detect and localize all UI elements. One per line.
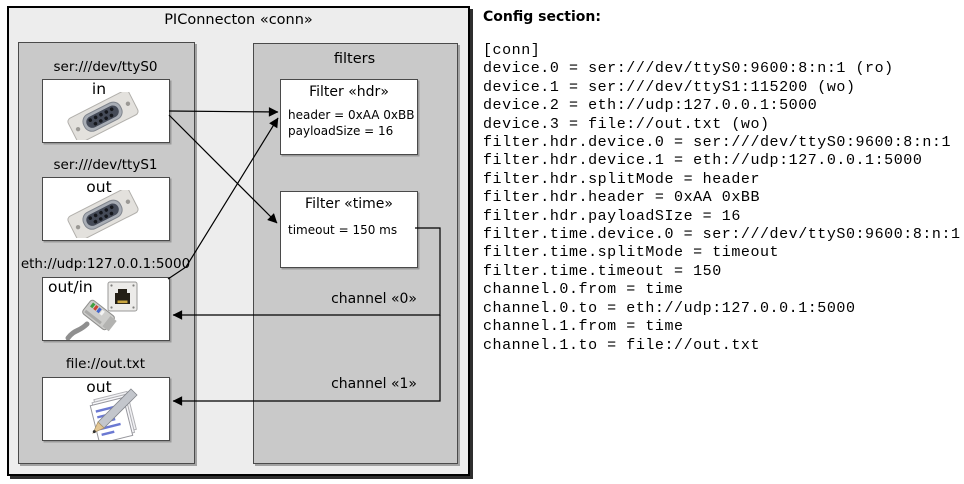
filter-hdr-attr-header: header = 0xAA 0xBB bbox=[288, 108, 415, 122]
config-line: filter.time.splitMode = timeout bbox=[483, 244, 780, 262]
device-direction: out/in bbox=[48, 278, 93, 296]
filter-time-title: Filter «time» bbox=[305, 196, 393, 212]
config-line: filter.hdr.device.1 = eth://udp:127.0.0.… bbox=[483, 152, 923, 170]
serial-connector-icon bbox=[67, 92, 139, 140]
config-line: device.3 = file://out.txt (wo) bbox=[483, 115, 770, 133]
config-listing: [conn] device.0 = ser:///dev/ttyS0:9600:… bbox=[483, 42, 961, 355]
device-direction: out bbox=[86, 378, 112, 396]
config-line: channel.0.from = time bbox=[483, 281, 684, 299]
diagram-title: PIConnecton «conn» bbox=[164, 12, 313, 28]
device-label-ttys0: ser:///dev/ttyS0 bbox=[53, 59, 158, 75]
config-line: [conn] bbox=[483, 42, 541, 59]
config-line: channel.0.to = eth://udp:127.0.0.1:5000 bbox=[483, 299, 856, 317]
serial-connector-icon bbox=[67, 190, 139, 238]
filter-time-attr-timeout: timeout = 150 ms bbox=[288, 223, 398, 237]
config-line: device.0 = ser:///dev/ttyS0:9600:8:n:1 (… bbox=[483, 60, 894, 78]
config-line: filter.hdr.splitMode = header bbox=[483, 170, 760, 188]
filter-hdr-attr-payloadsize: payloadSize = 16 bbox=[288, 123, 394, 138]
device-direction: out bbox=[86, 178, 112, 196]
notepad-pencil-icon bbox=[89, 388, 138, 440]
device-direction: in bbox=[91, 80, 107, 98]
channel-0-label: channel «0» bbox=[331, 291, 417, 307]
ethernet-jack-icon bbox=[107, 281, 138, 312]
config-heading: Config section: bbox=[483, 9, 601, 25]
piconnector-diagram: PIConnecton «conn» filters ser:///dev/tt… bbox=[7, 6, 470, 476]
ethernet-cable-icon bbox=[65, 299, 117, 340]
device-box-eth: out/in bbox=[42, 277, 170, 341]
config-line: filter.hdr.payloadSIze = 16 bbox=[483, 207, 741, 225]
device-label-ttys1: ser:///dev/ttyS1 bbox=[53, 157, 158, 173]
config-section: Config section: [conn] device.0 = ser://… bbox=[483, 9, 961, 355]
device-label-eth: eth://udp:127.0.0.1:5000 bbox=[20, 256, 191, 272]
config-line: filter.hdr.device.0 = ser:///dev/ttyS0:9… bbox=[483, 134, 952, 152]
device-box-ttys1: out bbox=[42, 177, 170, 241]
config-line: filter.time.timeout = 150 bbox=[483, 262, 722, 280]
device-box-file: out bbox=[42, 377, 170, 441]
channel-1-label: channel «1» bbox=[331, 376, 417, 392]
device-label-file: file://out.txt bbox=[65, 356, 146, 372]
config-line: filter.hdr.header = 0xAA 0xBB bbox=[483, 189, 760, 207]
filter-hdr-title: Filter «hdr» bbox=[309, 84, 389, 100]
config-line: channel.1.from = time bbox=[483, 318, 684, 336]
config-line: channel.1.to = file://out.txt bbox=[483, 336, 760, 354]
config-line: device.1 = ser:///dev/ttyS1:115200 (wo) bbox=[483, 78, 856, 96]
filters-panel-title: filters bbox=[333, 51, 376, 67]
filter-time-box: Filter «time» timeout = 150 ms bbox=[280, 191, 418, 268]
config-line: device.2 = eth://udp:127.0.0.1:5000 bbox=[483, 97, 818, 115]
device-box-ttys0: in bbox=[42, 79, 170, 143]
filter-hdr-box: Filter «hdr» header = 0xAA 0xBB payloadS… bbox=[280, 79, 418, 155]
config-line: filter.time.device.0 = ser:///dev/ttyS0:… bbox=[483, 226, 961, 244]
